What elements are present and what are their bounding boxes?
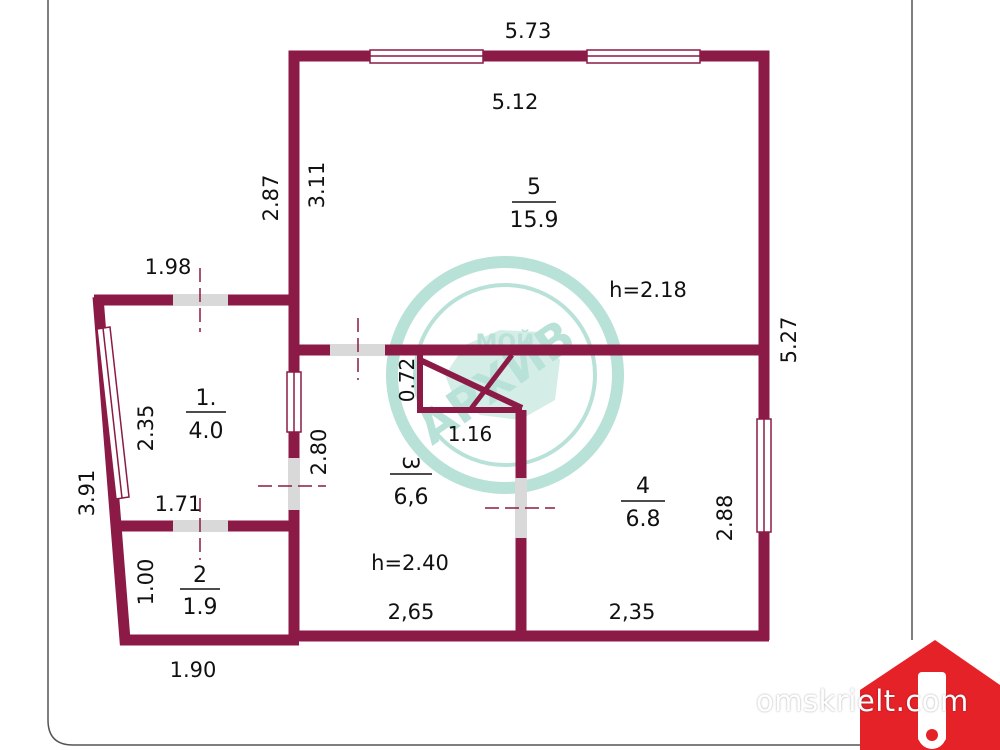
room3-number: 3	[397, 456, 422, 470]
dim-left-outer-5: 2.87	[259, 175, 283, 222]
dim-room1-top: 1.98	[145, 255, 192, 279]
watermark-stamp: МОЙ АРХИВ	[386, 256, 624, 494]
dim-left-inner-5: 3.11	[305, 162, 329, 209]
room5-number: 5	[527, 175, 541, 200]
door-room1-room3	[288, 458, 300, 510]
wall-room5-outer	[288, 50, 770, 350]
room3-height: h=2.40	[371, 551, 449, 575]
dim-bottom-room3: 2,65	[388, 600, 435, 624]
dim-stair-w: 1.16	[448, 422, 493, 446]
dim-stair-h: 0.72	[395, 358, 419, 403]
dim-room2-left: 1.00	[134, 559, 158, 606]
room-labels: 5 15.9 1. 4.0 2 1.9 3 6,6 4 6.8 h=2.18 h…	[180, 175, 687, 620]
dim-bottom-room4: 2,35	[609, 600, 656, 624]
room3-area: 6,6	[394, 485, 429, 510]
dim-bottom-left: 1.90	[170, 658, 217, 682]
dim-room4-right: 2.88	[713, 495, 737, 542]
dim-room1-bottom: 1.71	[155, 492, 202, 516]
door-room3-room4	[515, 478, 527, 538]
room1-area: 4.0	[189, 419, 224, 444]
room1-number: 1.	[196, 386, 217, 411]
dim-room1-left: 2.35	[134, 405, 158, 452]
room2-number: 2	[193, 563, 207, 588]
room4-area: 6.8	[626, 507, 661, 532]
room5-area: 15.9	[510, 208, 559, 233]
dim-right-outer: 5.27	[777, 317, 801, 364]
room2-area: 1.9	[183, 595, 218, 620]
page-frame-left	[47, 0, 1000, 746]
dim-outer-left-total: 3.91	[75, 470, 99, 517]
dim-room3-left: 2.80	[307, 429, 331, 476]
dim-top-inner: 5.12	[492, 90, 539, 114]
dimension-labels: 5.73 5.12 2.87 3.11 5.27 1.98 2.35 3.91 …	[75, 19, 801, 682]
stair	[417, 352, 524, 413]
windows	[96, 49, 772, 533]
room5-height: h=2.18	[609, 278, 687, 302]
door-markers	[199, 268, 555, 560]
dim-top-outer: 5.73	[505, 19, 552, 43]
room4-number: 4	[636, 474, 650, 499]
agency-logo-icon	[860, 640, 1000, 750]
site-watermark: omskrielt.com	[756, 684, 969, 718]
